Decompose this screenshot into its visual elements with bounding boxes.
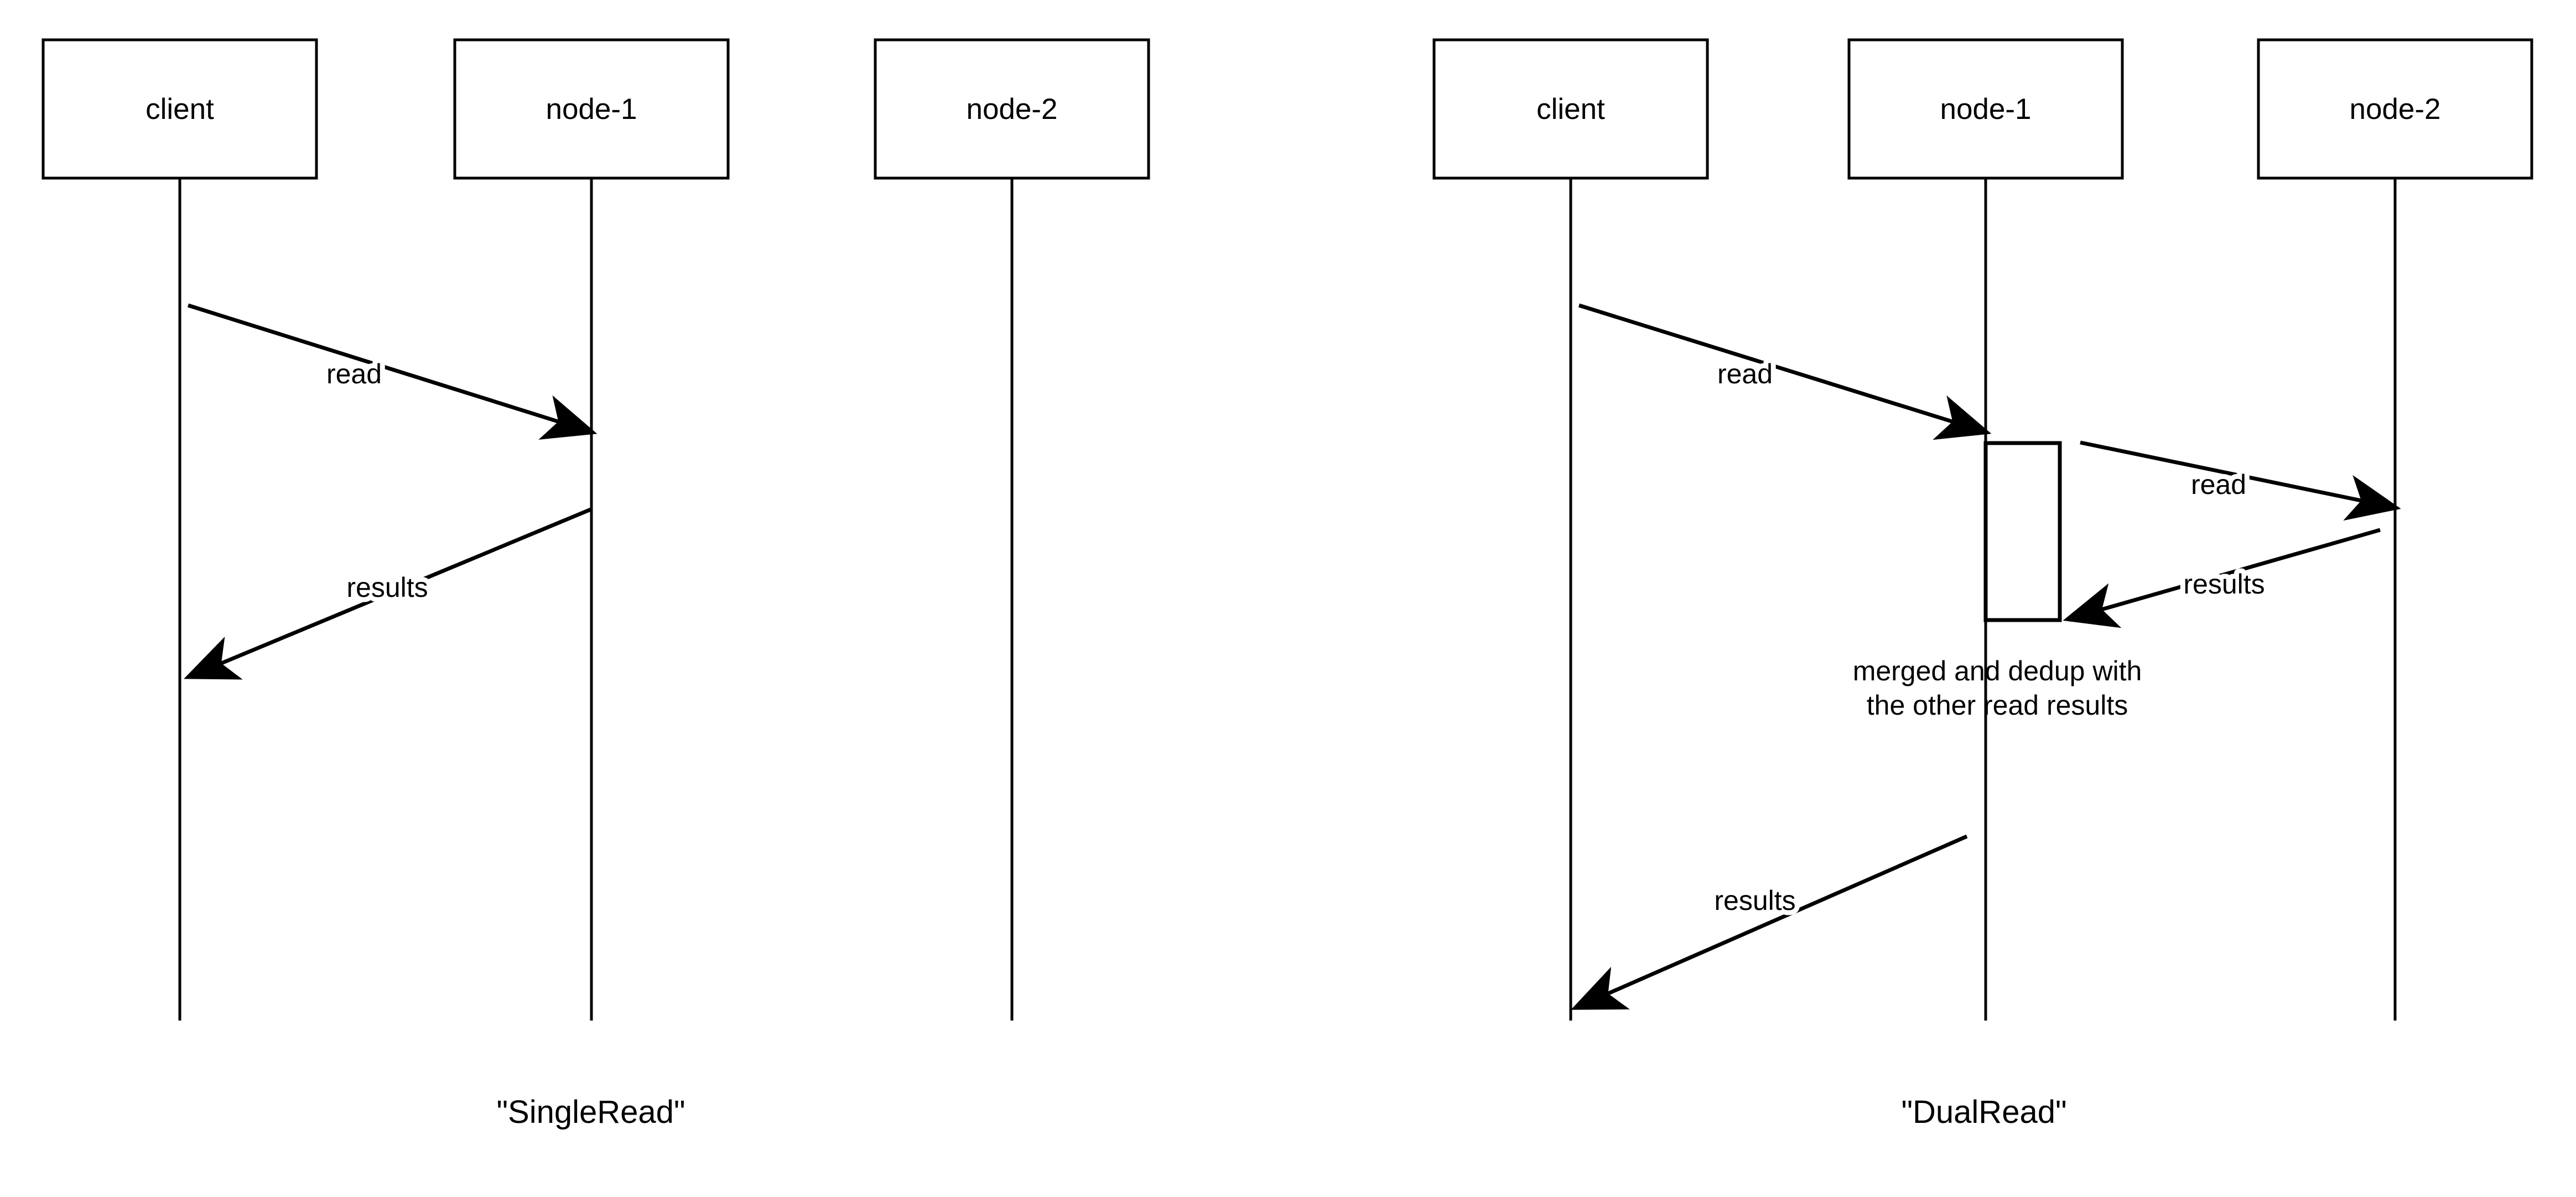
participant-client: client [41, 38, 318, 1021]
message-label-results: results [1714, 885, 1795, 916]
note-line: the other read results [1867, 690, 2128, 721]
message-label-halo: results [2183, 569, 2265, 600]
message-label-results: results [346, 572, 428, 603]
message-label-results: results [2183, 569, 2265, 600]
message-arrow-read [1578, 303, 1992, 440]
message-arrow-results [2063, 528, 2381, 628]
participant-box-client[interactable] [1432, 38, 1709, 180]
participant-node-2: node-2 [874, 38, 1150, 1021]
participant-label-node-1: node-1 [546, 93, 637, 126]
activation-bar-node-1 [1983, 441, 2062, 622]
message-label-halo: read [1717, 358, 1773, 389]
message-arrow-read [2080, 440, 2401, 521]
participant-label-node-1: node-1 [1940, 93, 2031, 126]
message-arrow-read [187, 303, 598, 440]
message-arrow-results [1571, 834, 1968, 1010]
participant-client: client [1432, 38, 1709, 1021]
message-label-halo: results [1714, 885, 1795, 916]
participant-box-node-1[interactable] [453, 38, 730, 180]
note-note-merge: merged and dedup with the other read resu… [1853, 655, 2142, 721]
message-label-halo: read [326, 358, 382, 389]
diagram-caption-single-read: "SingleRead" [496, 1094, 685, 1130]
message-label-read: read [326, 358, 382, 389]
participant-label-node-2: node-2 [2349, 93, 2440, 126]
message-label-read: read [2191, 469, 2246, 500]
participant-box-node-2[interactable] [874, 38, 1150, 180]
diagram-caption-dual-read: "DualRead" [1901, 1094, 2066, 1130]
participant-box-node-1[interactable] [1847, 38, 2124, 180]
message-arrow-results [184, 507, 593, 680]
participant-node-1: node-1 [453, 38, 730, 1021]
message-label-halo: read [2191, 469, 2246, 500]
participant-node-1: node-1 [1847, 38, 2124, 1021]
participant-box-client[interactable] [41, 38, 318, 180]
participant-label-client: client [1536, 93, 1605, 126]
participant-node-2: node-2 [2257, 38, 2533, 1021]
participant-label-node-2: node-2 [966, 93, 1057, 126]
note-line: merged and dedup with [1853, 655, 2142, 686]
participant-label-client: client [146, 93, 214, 126]
message-label-halo: results [346, 572, 428, 603]
message-label-read: read [1717, 358, 1773, 389]
